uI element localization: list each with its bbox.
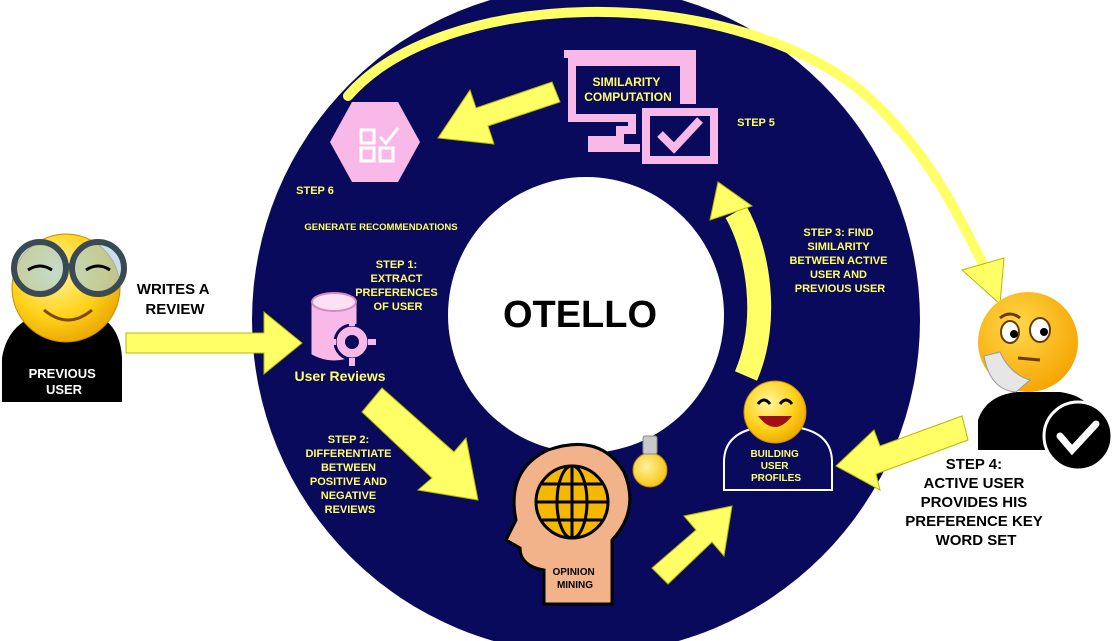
checkmark-icon bbox=[1042, 400, 1114, 472]
active-user-figure bbox=[978, 292, 1114, 472]
building-profiles-label: BUILDING USER PROFILES bbox=[750, 449, 801, 484]
head-globe-icon bbox=[504, 442, 632, 606]
similarity-label: SIMILARITY COMPUTATION bbox=[584, 75, 672, 104]
lightbulb-icon bbox=[632, 435, 668, 488]
navy-ring bbox=[252, 0, 920, 641]
nerd-emoji-icon bbox=[11, 233, 127, 343]
step2-label: STEP 2: DIFFERENTIATE BETWEEN POSITIVE A… bbox=[305, 434, 394, 516]
smiley-icon bbox=[743, 380, 807, 444]
step5-label: STEP 5 bbox=[737, 117, 775, 129]
previous-user-label: PREVIOUS USER bbox=[29, 366, 100, 397]
previous-user-figure: PREVIOUS USER bbox=[2, 233, 127, 402]
building-profiles-badge bbox=[723, 380, 833, 491]
step1-label: STEP 1: EXTRACT PREFERENCES OF USER bbox=[355, 259, 441, 313]
arrow-to-similarity bbox=[709, 181, 772, 381]
step6-label: STEP 6 bbox=[296, 185, 334, 197]
top-curved-arrow bbox=[343, 6, 1005, 306]
step4-label: STEP 4: ACTIVE USER PROVIDES HIS PREFERE… bbox=[905, 456, 1046, 549]
user-reviews-label: User Reviews bbox=[294, 368, 385, 384]
thinking-emoji-icon bbox=[978, 292, 1078, 393]
center-title: OTELLO bbox=[503, 294, 657, 336]
arrow-from-active-user bbox=[835, 415, 969, 491]
database-gear-icon bbox=[311, 292, 376, 366]
monitor-check-icon bbox=[564, 50, 718, 164]
writes-review-label: WRITES A REVIEW bbox=[137, 281, 213, 318]
opinion-mining-label: OPINION MINING bbox=[552, 567, 597, 591]
arrow-to-step6 bbox=[437, 81, 561, 145]
arrow-to-user-reviews bbox=[125, 310, 303, 376]
arrow-to-opinion-mining bbox=[361, 387, 479, 501]
step3-label: STEP 3: FIND SIMILARITY BETWEEN ACTIVE U… bbox=[789, 227, 890, 295]
hexagon-grid-icon bbox=[330, 102, 420, 182]
center-hole bbox=[448, 177, 724, 453]
arrow-to-building-profiles bbox=[651, 505, 733, 585]
generate-recommendations-label: GENERATE RECOMMENDATIONS bbox=[304, 222, 457, 233]
